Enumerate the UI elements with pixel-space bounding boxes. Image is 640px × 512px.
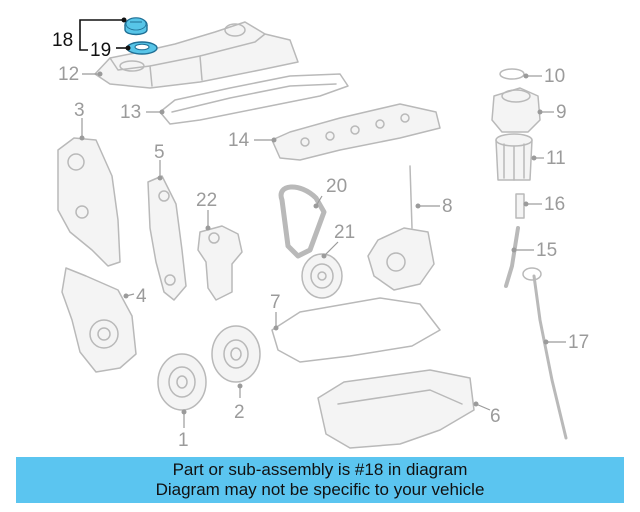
callout-20[interactable]: 20 — [326, 176, 347, 197]
callout-8[interactable]: 8 — [442, 196, 453, 217]
intake-gasket-part — [271, 103, 441, 161]
oil-pan-gasket-part — [271, 297, 441, 363]
valve-cover-part — [94, 21, 299, 89]
callout-9[interactable]: 9 — [556, 102, 567, 123]
banner-line-2: Diagram may not be specific to your vehi… — [155, 480, 485, 499]
timing-cover-part — [57, 137, 121, 267]
callout-7[interactable]: 7 — [270, 292, 281, 313]
crank-pulley-part — [157, 353, 207, 411]
dipstick-tube-part — [504, 226, 520, 288]
callout-14[interactable]: 14 — [228, 130, 250, 151]
callout-22[interactable]: 22 — [196, 190, 217, 211]
callout-10[interactable]: 10 — [544, 66, 565, 87]
tensioner-part — [197, 225, 243, 301]
leader-6 — [475, 403, 491, 411]
banner-line-1: Part or sub-assembly is #18 in diagram — [172, 460, 468, 479]
oil-pump-part — [367, 165, 435, 291]
leader-18-lower — [79, 36, 88, 51]
callout-13[interactable]: 13 — [120, 102, 141, 123]
info-banner: Part or sub-assembly is #18 in diagram D… — [16, 457, 624, 503]
leader-18 — [79, 19, 124, 36]
oil-pump-housing-part — [61, 267, 137, 373]
callout-19[interactable]: 19 — [90, 40, 111, 61]
callout-2[interactable]: 2 — [234, 402, 245, 423]
cap-seal-part[interactable] — [126, 41, 158, 55]
callout-12[interactable]: 12 — [58, 64, 79, 85]
callout-4[interactable]: 4 — [136, 286, 147, 307]
callout-11[interactable]: 11 — [546, 148, 566, 169]
callout-17[interactable]: 17 — [568, 332, 589, 353]
callout-15[interactable]: 15 — [536, 240, 557, 261]
crank-gear-part — [211, 325, 261, 383]
callout-5[interactable]: 5 — [154, 142, 165, 163]
callout-21[interactable]: 21 — [334, 222, 355, 243]
dipstick-part — [522, 267, 568, 440]
belt-pulley-part — [301, 253, 343, 299]
oil-filler-cap-part[interactable] — [124, 17, 148, 36]
oil-filter-part — [495, 133, 533, 181]
leader-21 — [323, 241, 339, 257]
fitting-part — [515, 193, 525, 219]
callout-18[interactable]: 18 — [52, 30, 73, 51]
oil-filter-housing-part — [491, 87, 541, 133]
callout-3[interactable]: 3 — [74, 100, 85, 121]
tensioner-bracket-part — [147, 175, 187, 301]
valve-cover-gasket-part — [159, 73, 349, 125]
callout-6[interactable]: 6 — [490, 406, 501, 427]
o-ring-part — [499, 68, 525, 80]
timing-belt-part — [278, 184, 327, 259]
callout-1[interactable]: 1 — [178, 430, 189, 451]
callout-16[interactable]: 16 — [544, 194, 565, 215]
oil-pan-part — [317, 369, 475, 449]
